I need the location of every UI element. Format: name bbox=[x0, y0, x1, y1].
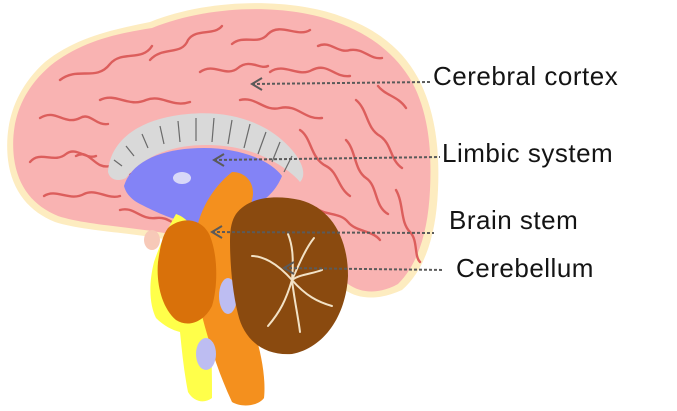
brain-illustration bbox=[7, 3, 438, 405]
lavender-spot bbox=[196, 338, 216, 370]
label-limbic-system: Limbic system bbox=[442, 140, 613, 166]
label-cerebral-cortex: Cerebral cortex bbox=[433, 63, 618, 89]
limbic-spot bbox=[173, 172, 191, 184]
label-cerebellum: Cerebellum bbox=[456, 255, 594, 281]
label-brain-stem: Brain stem bbox=[449, 207, 578, 233]
tissue-fleck bbox=[144, 230, 160, 250]
